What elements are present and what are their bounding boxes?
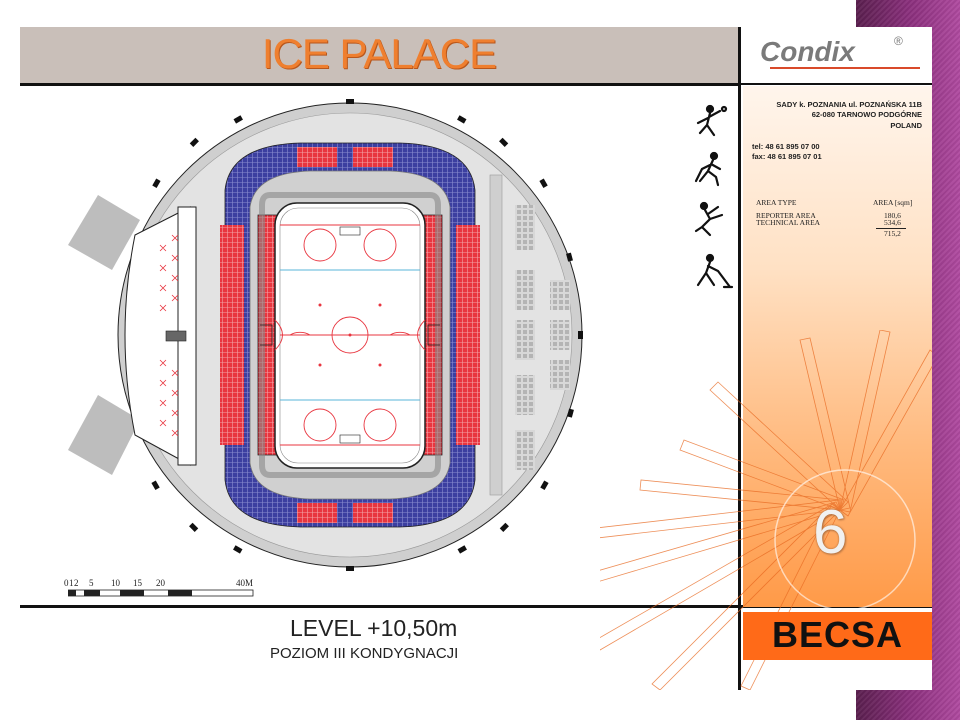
area-total: 715,2 — [884, 229, 901, 238]
basketball-icon — [696, 104, 728, 137]
area-row-type: REPORTER AREA — [756, 211, 816, 220]
scale-bar — [68, 589, 254, 597]
address-line-2: 62-080 TARNOWO PODGÓRNE — [811, 110, 922, 119]
area-type-header: AREA TYPE — [756, 198, 797, 207]
title-bar — [20, 27, 738, 83]
sum-line — [876, 228, 906, 229]
address-line-1: SADY k. POZNANIA ul. POZNAŃSKA 11B — [776, 100, 922, 109]
area-row-type: TECHNICAL AREA — [756, 218, 821, 227]
reporter-area — [124, 206, 191, 466]
sport-pictograms — [694, 104, 734, 289]
address-line-3: POLAND — [890, 121, 922, 130]
area-row-value: 180,6 — [884, 211, 901, 220]
columns — [151, 99, 583, 571]
becsa-logo: BECSA — [771, 614, 904, 655]
frame-divider-top-left — [20, 83, 738, 86]
arena-floor-plan — [68, 99, 583, 571]
figure-skating-icon — [694, 201, 724, 237]
phone: tel: 48 61 895 07 00 — [752, 142, 820, 151]
page-title: ICE PALACE — [261, 30, 497, 77]
registered-mark: ® — [894, 34, 903, 48]
area-row-value: 534,6 — [884, 218, 901, 227]
frame-divider-bottom — [20, 605, 932, 608]
hockey-icon — [694, 151, 722, 187]
frame-divider-vertical — [738, 27, 741, 690]
annexe-block — [68, 195, 140, 270]
sheet-number: 6 — [813, 498, 848, 567]
technical-area-blocks — [515, 205, 570, 470]
level-sublabel: POZIOM III KONDYGNACJI — [270, 645, 459, 662]
fax: fax: 48 61 895 07 01 — [752, 152, 822, 161]
condix-logo: Condix — [760, 36, 855, 67]
ice-hockey-icon — [696, 253, 734, 289]
level-label: LEVEL +10,50m — [290, 615, 458, 641]
becsa-logo-box — [743, 612, 932, 660]
logo-underline — [770, 67, 920, 69]
frame-divider-top-right — [741, 83, 932, 85]
annexe-block — [68, 395, 140, 475]
area-sqm-header: AREA [sqm] — [873, 198, 913, 207]
